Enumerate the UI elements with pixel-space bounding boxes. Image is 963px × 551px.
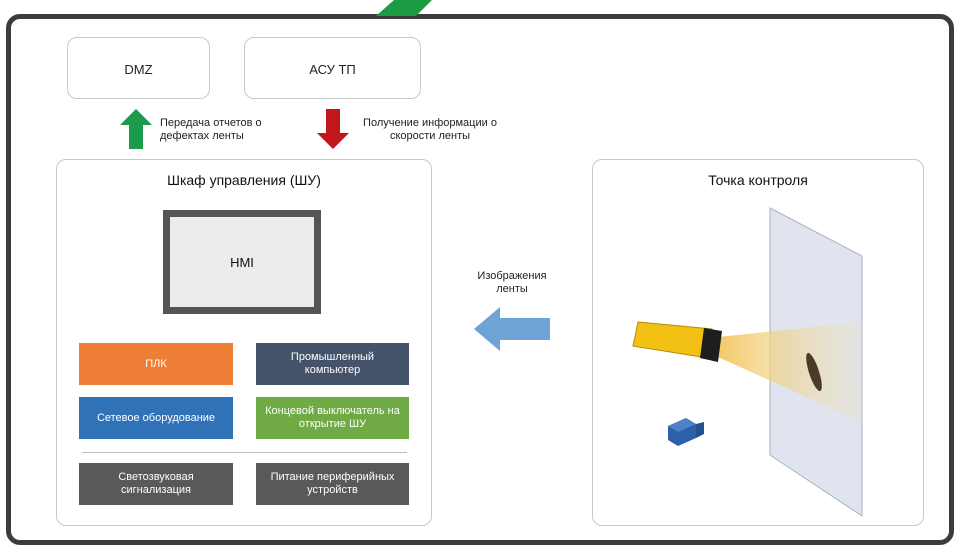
cabinet-divider [82, 452, 407, 453]
plc-block: ПЛК [79, 343, 233, 385]
green-logo-fragment [376, 0, 432, 16]
industrial-pc-block: Промышленный компьютер [256, 343, 409, 385]
camera-icon [632, 321, 722, 362]
defect-icon [806, 352, 822, 392]
sensor-cube-icon [668, 418, 704, 446]
limit-switch-block: Концевой выключатель на открытие ШУ [256, 397, 409, 439]
network-block: Сетевое оборудование [79, 397, 233, 439]
dmz-box: DMZ [67, 37, 210, 99]
cabinet-title: Шкаф управления (ШУ) [167, 172, 321, 188]
light-sound-block: Светозвуковая сигнализация [79, 463, 233, 505]
images-arrow-icon [474, 307, 550, 351]
hmi-screen: HMI [163, 210, 321, 314]
images-caption: Изображения ленты [477, 270, 547, 295]
power-block: Питание периферийных устройств [256, 463, 409, 505]
acs-label: АСУ ТП [309, 62, 356, 77]
from-acs-caption: Получение информации о скорости ленты [363, 117, 497, 142]
conveyor-belt-icon [632, 207, 863, 517]
acs-box: АСУ ТП [244, 37, 421, 99]
upload-arrow-icon [120, 109, 152, 149]
download-arrow-icon [317, 109, 349, 149]
hmi-label: HMI [170, 217, 314, 307]
dmz-label: DMZ [124, 62, 153, 77]
control-point-title: Точка контроля [708, 172, 808, 188]
to-dmz-caption: Передача отчетов о дефектах ленты [160, 117, 262, 142]
